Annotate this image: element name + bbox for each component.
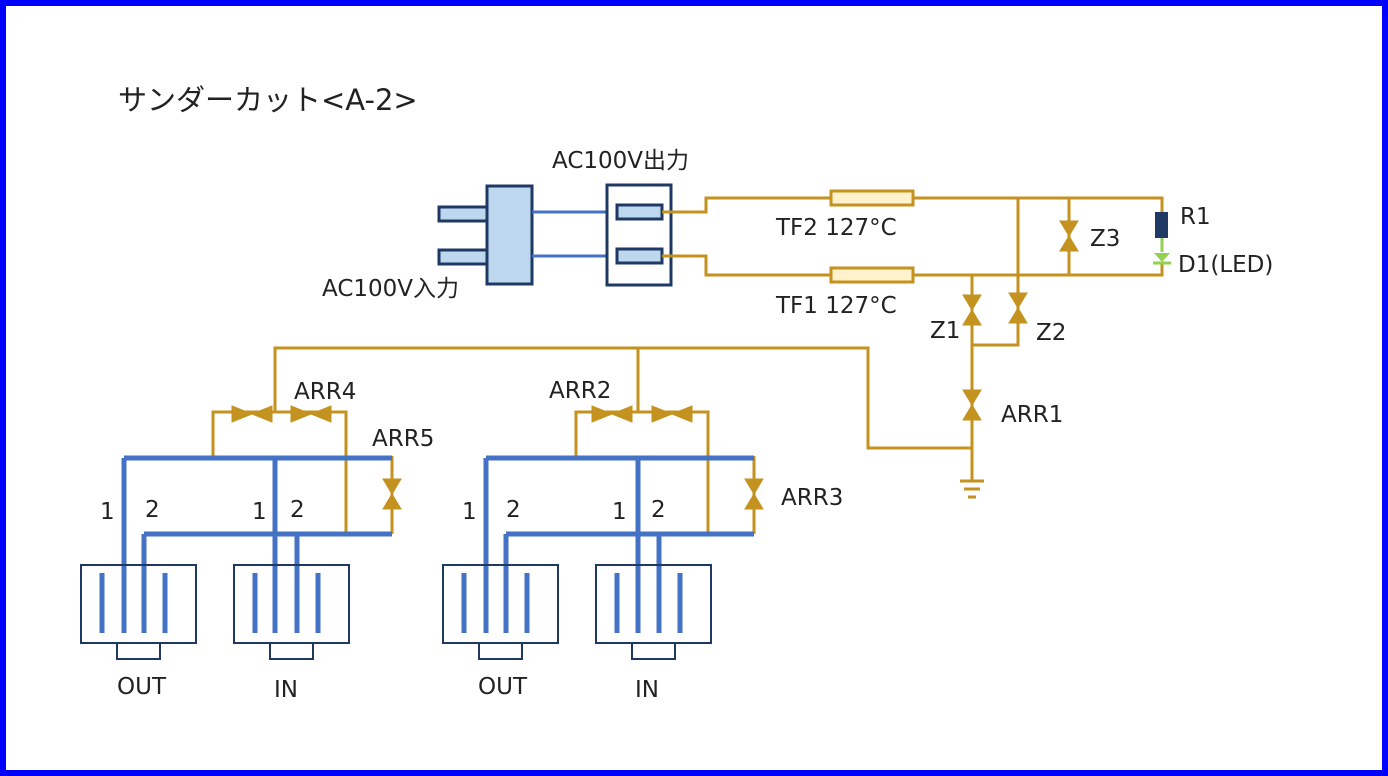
jack2-label: IN — [274, 677, 298, 703]
z1-label: Z1 — [930, 318, 960, 344]
zener-z3 — [1059, 220, 1079, 252]
jack-in-1 — [233, 564, 350, 660]
arrester-arr2a — [591, 405, 633, 423]
fuse-tf2 — [829, 189, 915, 207]
z2-label: Z2 — [1036, 320, 1066, 346]
jack-out-2 — [442, 564, 559, 660]
arrester-arr3 — [744, 478, 764, 510]
ac-input-label: AC100V入力 — [322, 276, 459, 302]
arr1-label: ARR1 — [1001, 402, 1063, 428]
zener-z2 — [1008, 292, 1028, 324]
zener-z1 — [962, 294, 982, 326]
jack2-pin2: 2 — [290, 497, 305, 523]
jack1-pin2: 2 — [145, 497, 160, 523]
jack1-pin1: 1 — [100, 499, 115, 525]
arrester-arr4a — [231, 405, 273, 423]
jack-out-1 — [80, 564, 197, 660]
d1-label: D1(LED) — [1178, 252, 1273, 278]
r1-label: R1 — [1180, 204, 1211, 230]
jack-in-2 — [595, 564, 712, 660]
jack4-label: IN — [635, 677, 659, 703]
arrester-arr5 — [382, 478, 402, 510]
arrester-arr2b — [651, 405, 693, 423]
ac-plug — [437, 184, 534, 286]
jack4-pin2: 2 — [651, 497, 666, 523]
jack2-pin1: 1 — [252, 499, 267, 525]
led-d1 — [1153, 253, 1171, 265]
jack1-label: OUT — [117, 674, 167, 700]
arr2-label: ARR2 — [549, 378, 611, 404]
resistor-r1 — [1155, 212, 1168, 238]
fuse-tf1 — [829, 266, 915, 284]
jack4-pin1: 1 — [612, 499, 627, 525]
jack3-pin1: 1 — [462, 499, 477, 525]
jack3-label: OUT — [478, 674, 528, 700]
tf2-label: TF2 127°C — [775, 215, 897, 241]
arrester-arr1 — [962, 389, 982, 421]
z3-label: Z3 — [1090, 226, 1120, 252]
arrester-arr4b — [290, 405, 332, 423]
arr3-label: ARR3 — [781, 485, 843, 511]
arr4-label: ARR4 — [294, 379, 356, 405]
ac-output-label: AC100V出力 — [552, 148, 689, 174]
tf1-label: TF1 127°C — [775, 293, 897, 319]
ground-symbol — [960, 479, 984, 499]
arr5-label: ARR5 — [372, 426, 434, 452]
page-title: サンダーカット<A-2> — [118, 83, 418, 117]
ac-outlet — [605, 183, 673, 287]
jack3-pin2: 2 — [506, 497, 521, 523]
